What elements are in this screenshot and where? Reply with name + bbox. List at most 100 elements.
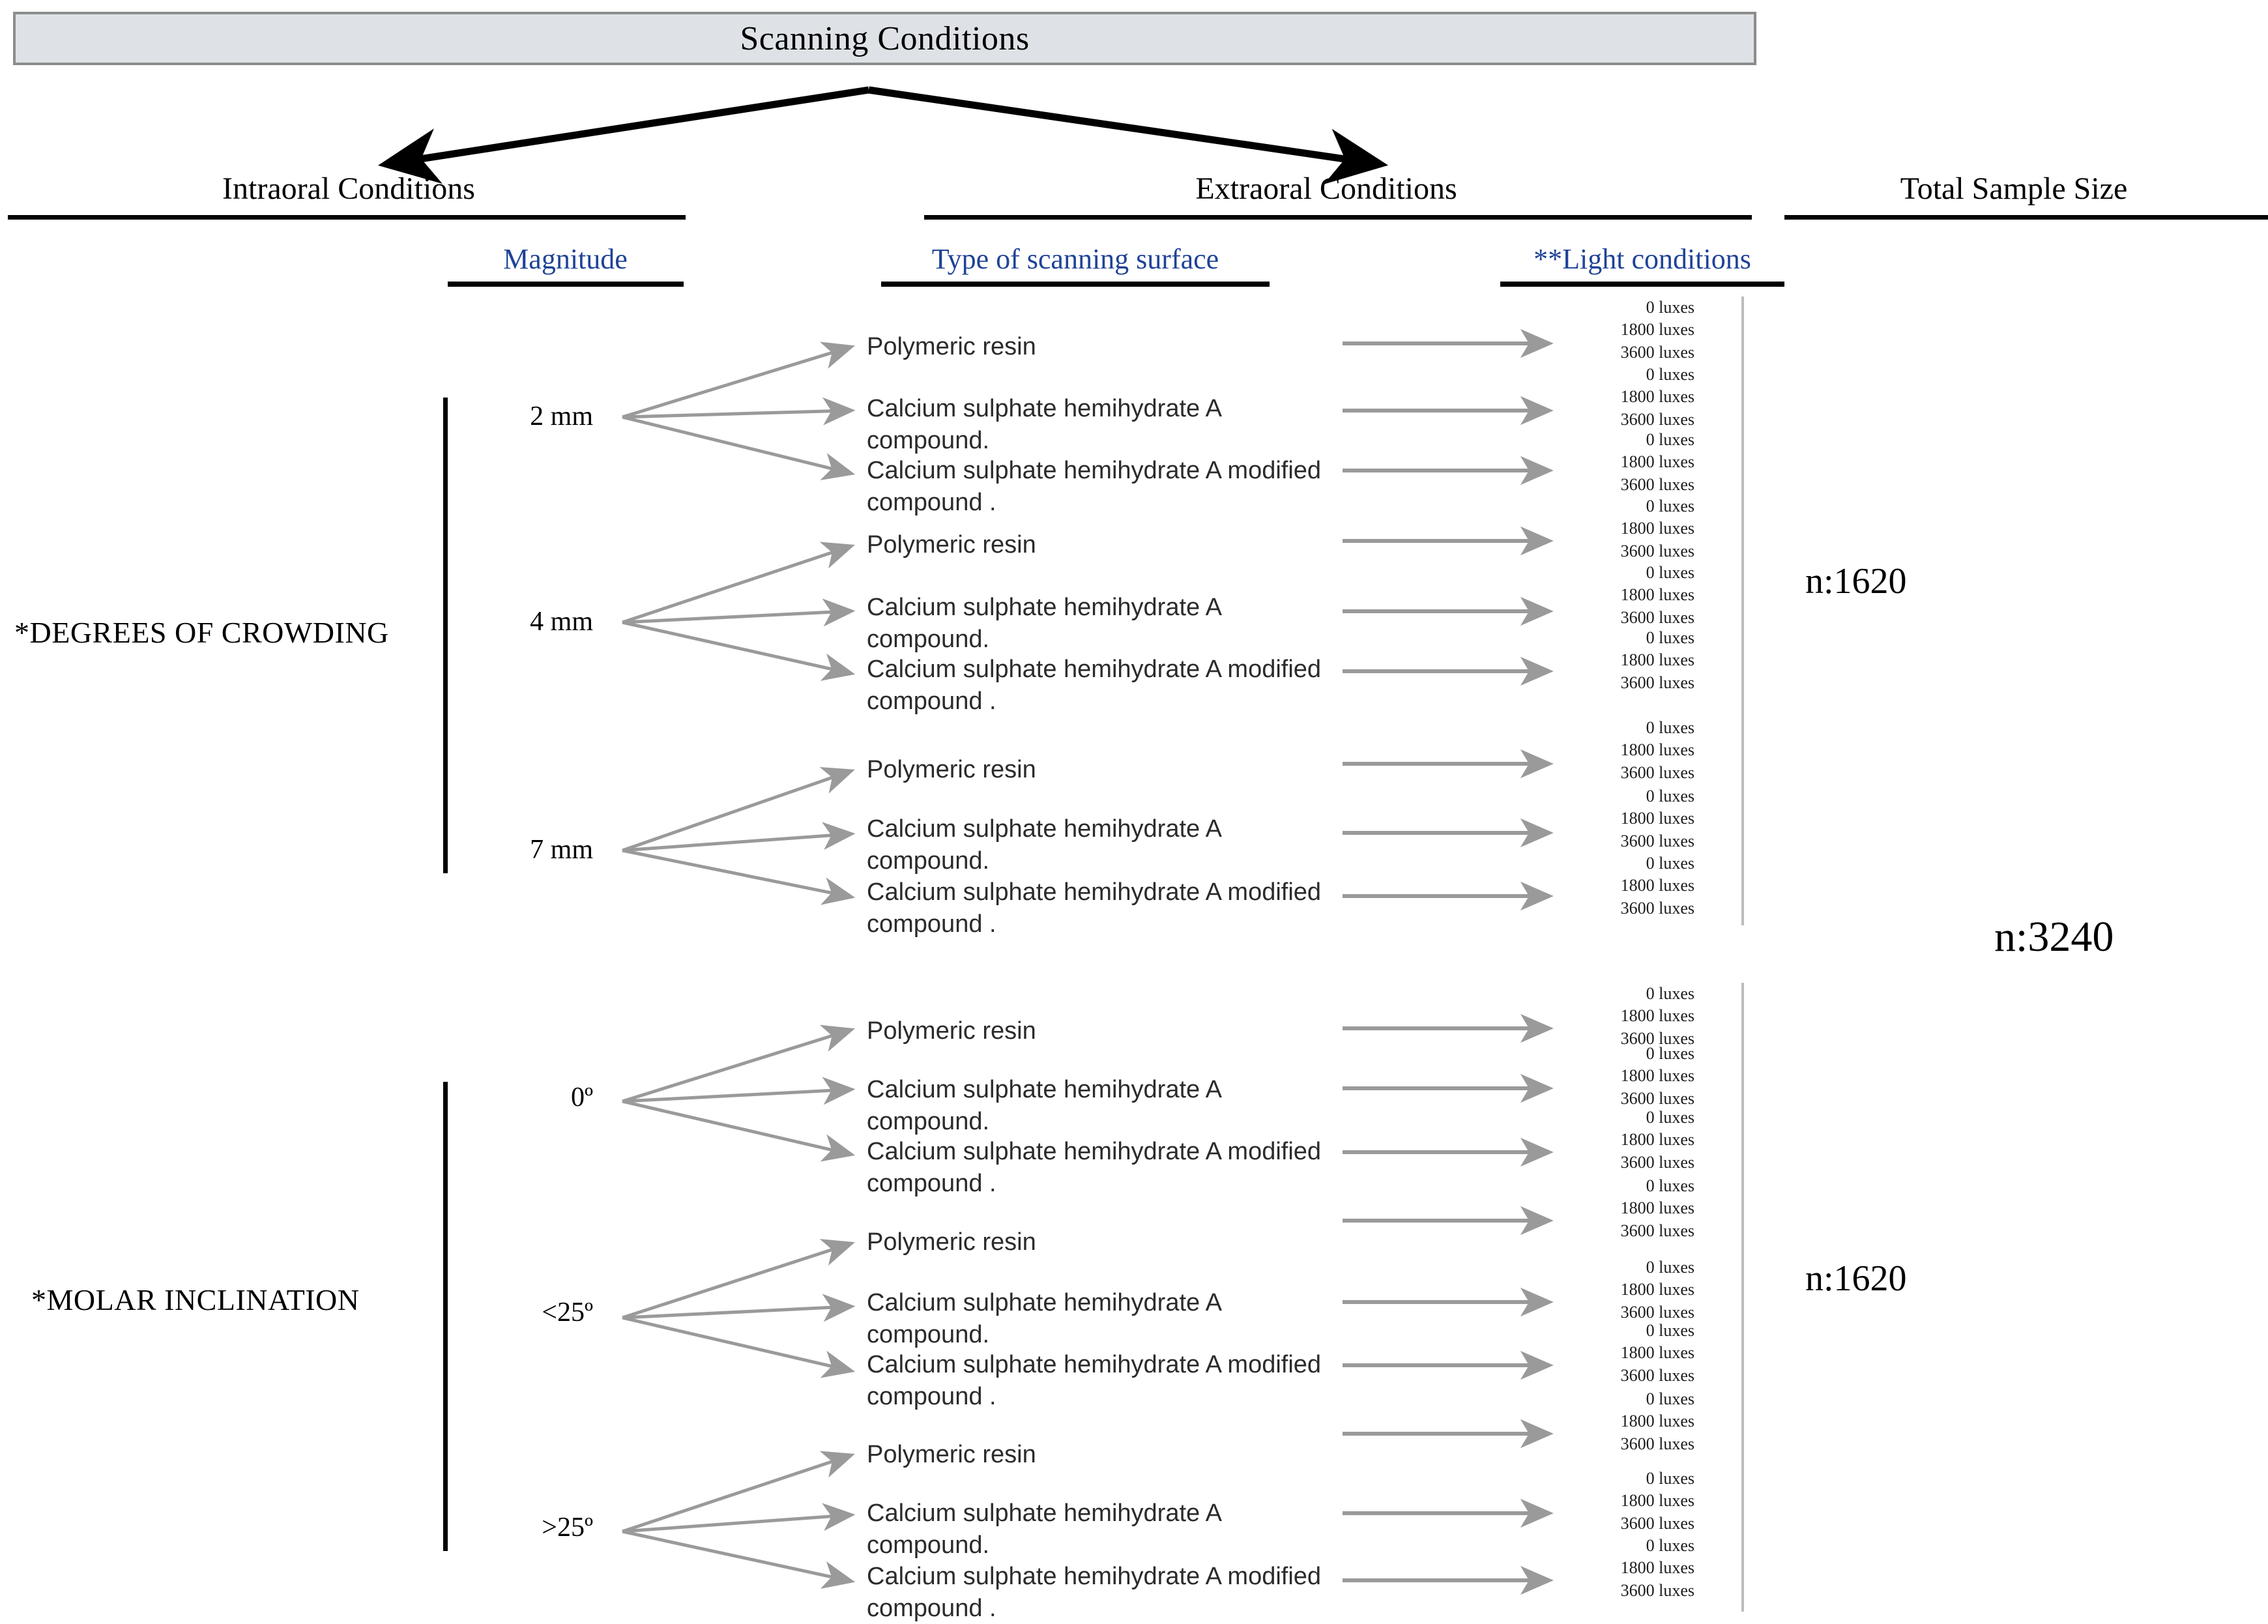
light-value: 0 luxes	[1646, 298, 1694, 317]
surface-label: Calcium sulphate hemihydrate A compound.	[867, 393, 1323, 456]
light-value: 3600 luxes	[1620, 831, 1694, 850]
surface-label-text: Calcium sulphate hemihydrate A compound.	[867, 815, 1221, 875]
header-intraoral-conditions: Intraoral Conditions	[7, 171, 691, 207]
surface-label-text: Calcium sulphate hemihydrate A compound.	[867, 594, 1221, 653]
surface-label: Calcium sulphate hemihydrate A modified …	[867, 654, 1323, 717]
surface-label-text: Polymeric resin	[867, 756, 1036, 783]
magnitude-2mm-label: 2 mm	[530, 401, 593, 431]
surface-label-text: Polymeric resin	[867, 333, 1036, 360]
surface-label: Polymeric resin	[867, 529, 1323, 561]
light-value: 1800 luxes	[1620, 740, 1694, 760]
surface-label-text: Calcium sulphate hemihydrate A compound.	[867, 395, 1221, 454]
surface-label-text: Polymeric resin	[867, 531, 1036, 558]
light-value: 3600 luxes	[1620, 607, 1694, 627]
light-value: 3600 luxes	[1620, 342, 1694, 362]
light-arrows-group-1	[1343, 328, 1554, 911]
light-value: 0 luxes	[1646, 854, 1694, 873]
magnitude-2mm: 2 mm	[456, 401, 593, 432]
light-value: 3600 luxes	[1620, 1580, 1694, 1600]
light-value: 0 luxes	[1646, 787, 1694, 805]
light-value: 3600 luxes	[1620, 898, 1694, 918]
light-conditions-block: 0 luxes 1800 luxes 3600 luxes	[1551, 1320, 1694, 1387]
light-conditions-block: 0 luxes 1800 luxes 3600 luxes	[1551, 562, 1694, 629]
subheader-light-conditions: **Light conditions	[1499, 242, 1786, 276]
light-conditions-block: 0 luxes 1800 luxes 3600 luxes	[1551, 297, 1694, 364]
surface-label-text: Calcium sulphate hemihydrate A modified …	[867, 457, 1322, 516]
light-value: 1800 luxes	[1620, 1412, 1694, 1431]
title-split-arrows	[377, 86, 1389, 184]
light-conditions-block: 0 luxes 1800 luxes 3600 luxes	[1551, 1388, 1694, 1455]
subheader-type-of-scanning-surface: Type of scanning surface	[880, 242, 1271, 276]
group-label-degrees-of-crowding-text: *DEGREES OF CROWDING	[14, 616, 389, 649]
magnitude-7mm: 7 mm	[456, 834, 593, 865]
surface-label: Polymeric resin	[867, 1439, 1323, 1471]
light-conditions-block: 0 luxes 1800 luxes 3600 luxes	[1551, 1175, 1694, 1242]
light-value: 3600 luxes	[1620, 409, 1694, 429]
scanning-conditions-title-bar: Scanning Conditions	[13, 12, 1756, 65]
light-value: 3600 luxes	[1620, 1302, 1694, 1322]
surface-label-text: Calcium sulphate hemihydrate A modified …	[867, 878, 1322, 938]
surface-label: Calcium sulphate hemihydrate A compound.	[867, 1074, 1323, 1137]
light-value: 0 luxes	[1646, 628, 1694, 647]
group-label-molar-inclination-text: *MOLAR INCLINATION	[31, 1283, 360, 1316]
surface-label: Polymeric resin	[867, 1015, 1323, 1047]
surface-label-text: Polymeric resin	[867, 1441, 1036, 1468]
surface-label: Calcium sulphate hemihydrate A compound.	[867, 592, 1323, 655]
surface-label: Calcium sulphate hemihydrate A modified …	[867, 877, 1323, 940]
separator-group-2	[1741, 983, 1744, 1612]
rule-type-of-scanning-surface	[881, 282, 1270, 287]
light-value: 3600 luxes	[1620, 1221, 1694, 1240]
light-value: 1800 luxes	[1620, 1130, 1694, 1150]
header-total-sample-size: Total Sample Size	[1760, 171, 2268, 207]
light-value: 1800 luxes	[1620, 452, 1694, 472]
rule-intraoral	[8, 215, 686, 220]
surface-label: Calcium sulphate hemihydrate A compound.	[867, 1498, 1323, 1561]
surface-label-text: Calcium sulphate hemihydrate A compound.	[867, 1289, 1221, 1348]
magnitude-gt25deg: >25º	[456, 1512, 593, 1543]
light-conditions-block: 0 luxes 1800 luxes 3600 luxes	[1551, 627, 1694, 694]
light-value: 0 luxes	[1646, 718, 1694, 737]
light-value: 1800 luxes	[1620, 876, 1694, 895]
grand-total-sample-size-value: n:3240	[1994, 913, 2114, 961]
group-label-molar-inclination: *MOLAR INCLINATION	[31, 1283, 359, 1317]
light-conditions-block: 0 luxes 1800 luxes 3600 luxes	[1551, 495, 1694, 562]
light-conditions-block: 0 luxes 1800 luxes 3600 luxes	[1551, 852, 1694, 920]
surface-label: Calcium sulphate hemihydrate A modified …	[867, 1349, 1323, 1412]
light-value: 1800 luxes	[1620, 1558, 1694, 1578]
sample-size-group-2-value: n:1620	[1805, 1258, 1907, 1299]
light-conditions-block: 0 luxes 1800 luxes 3600 luxes	[1551, 785, 1694, 852]
light-value: 3600 luxes	[1620, 1513, 1694, 1533]
magnitude-4mm-label: 4 mm	[530, 607, 593, 637]
surface-label-text: Calcium sulphate hemihydrate A modified …	[867, 656, 1322, 715]
light-value: 3600 luxes	[1620, 1028, 1694, 1048]
light-value: 3600 luxes	[1620, 1434, 1694, 1453]
light-arrows-group-2	[1343, 1013, 1554, 1595]
light-value: 1800 luxes	[1620, 1491, 1694, 1511]
surface-label-text: Calcium sulphate hemihydrate A modified …	[867, 1351, 1322, 1410]
light-value: 3600 luxes	[1620, 762, 1694, 782]
light-value: 0 luxes	[1646, 497, 1694, 515]
fan-arrows-group-1	[622, 341, 856, 905]
bracket-group-1	[443, 398, 448, 873]
magnitude-4mm: 4 mm	[456, 606, 593, 637]
light-value: 0 luxes	[1646, 984, 1694, 1003]
light-value: 0 luxes	[1646, 1389, 1694, 1408]
surface-label: Calcium sulphate hemihydrate A modified …	[867, 1561, 1323, 1624]
light-value: 3600 luxes	[1620, 1088, 1694, 1108]
light-value: 3600 luxes	[1620, 1365, 1694, 1385]
light-value: 0 luxes	[1646, 1536, 1694, 1555]
separator-group-1	[1741, 297, 1744, 925]
grand-total-sample-size: n:3240	[1994, 912, 2114, 962]
light-value: 3600 luxes	[1620, 474, 1694, 494]
light-value: 0 luxes	[1646, 1321, 1694, 1340]
light-value: 0 luxes	[1646, 365, 1694, 384]
sample-size-group-1: n:1620	[1805, 560, 1907, 602]
subheader-magnitude-label: Magnitude	[503, 243, 628, 275]
surface-label: Calcium sulphate hemihydrate A modified …	[867, 1136, 1323, 1199]
light-value: 3600 luxes	[1620, 1152, 1694, 1172]
light-value: 0 luxes	[1646, 430, 1694, 449]
surface-label: Calcium sulphate hemihydrate A compound.	[867, 1287, 1323, 1350]
magnitude-gt25deg-label: >25º	[542, 1513, 593, 1543]
subheader-light-conditions-label: **Light conditions	[1534, 243, 1751, 275]
subheader-magnitude: Magnitude	[443, 242, 688, 276]
